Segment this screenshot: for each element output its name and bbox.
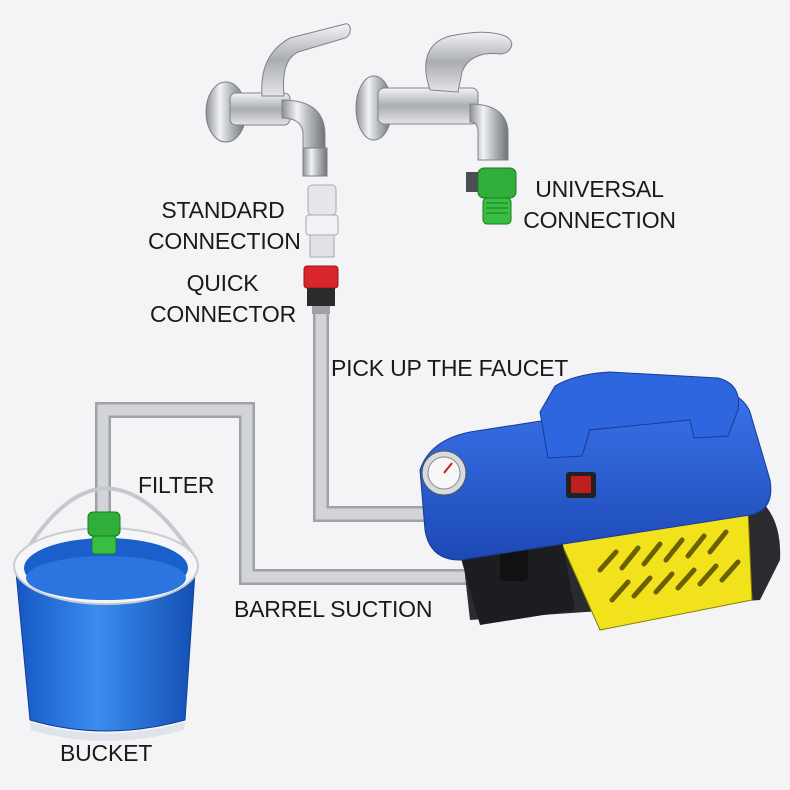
power-switch [566,472,596,498]
label-standard-connection: STANDARD CONNECTION [148,197,301,254]
bucket [13,486,199,741]
pipe-network [95,302,478,585]
label-barrel-suction: BARREL SUCTION [234,596,433,622]
label-pick-up-faucet: PICK UP THE FAUCET [331,355,569,381]
label-universal-connection: UNIVERSAL CONNECTION [523,176,676,233]
standard-connection-adapter [305,184,339,258]
quick-connector [303,265,339,314]
standard-faucet [205,23,351,177]
label-filter: FILTER [138,472,215,498]
pressure-washer-pump [419,371,781,631]
vent-slots [597,529,741,603]
faucet-pipe [313,302,438,522]
filter-connector [87,511,121,555]
pressure-gauge [421,450,467,496]
label-bucket: BUCKET [60,740,153,766]
universal-faucet [355,31,513,161]
universal-connector [466,167,517,225]
label-quick-connector: QUICK CONNECTOR [150,270,297,327]
